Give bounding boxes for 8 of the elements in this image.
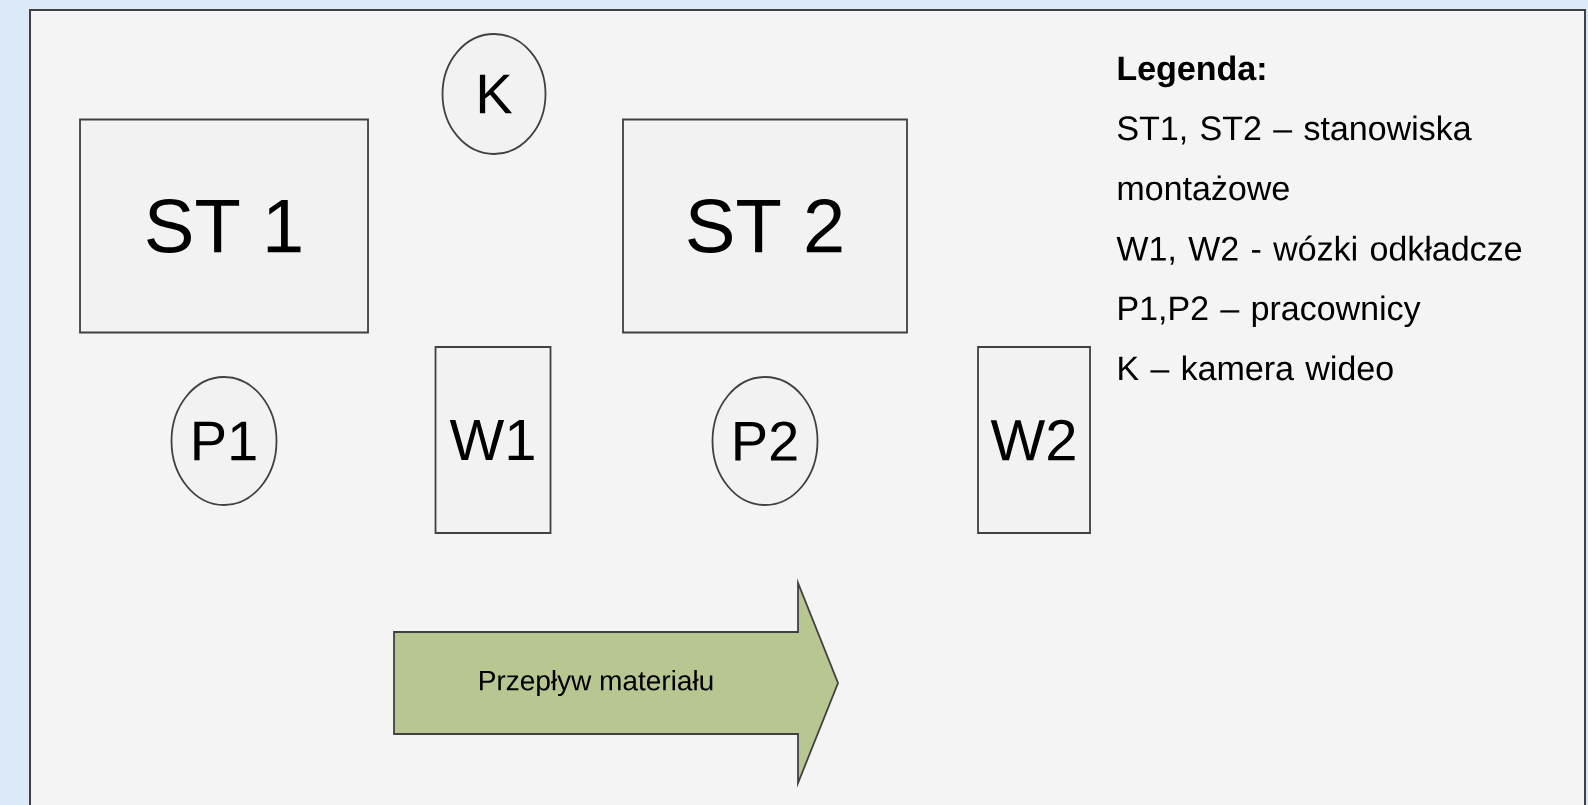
station-box: ST 1 xyxy=(79,118,369,334)
station-box: ST 2 xyxy=(622,118,908,334)
cart-box: W2 xyxy=(977,346,1091,534)
legend-text: ST1, ST2 – stanowiska montażowe xyxy=(1117,115,1472,201)
legend-text: P1,P2 – pracownicy xyxy=(1119,295,1421,328)
legend-text: W1, W2 - wózki odkładcze xyxy=(1116,235,1522,265)
cart-box: W1 xyxy=(434,346,552,534)
legend-title: Legenda: xyxy=(1118,55,1265,88)
